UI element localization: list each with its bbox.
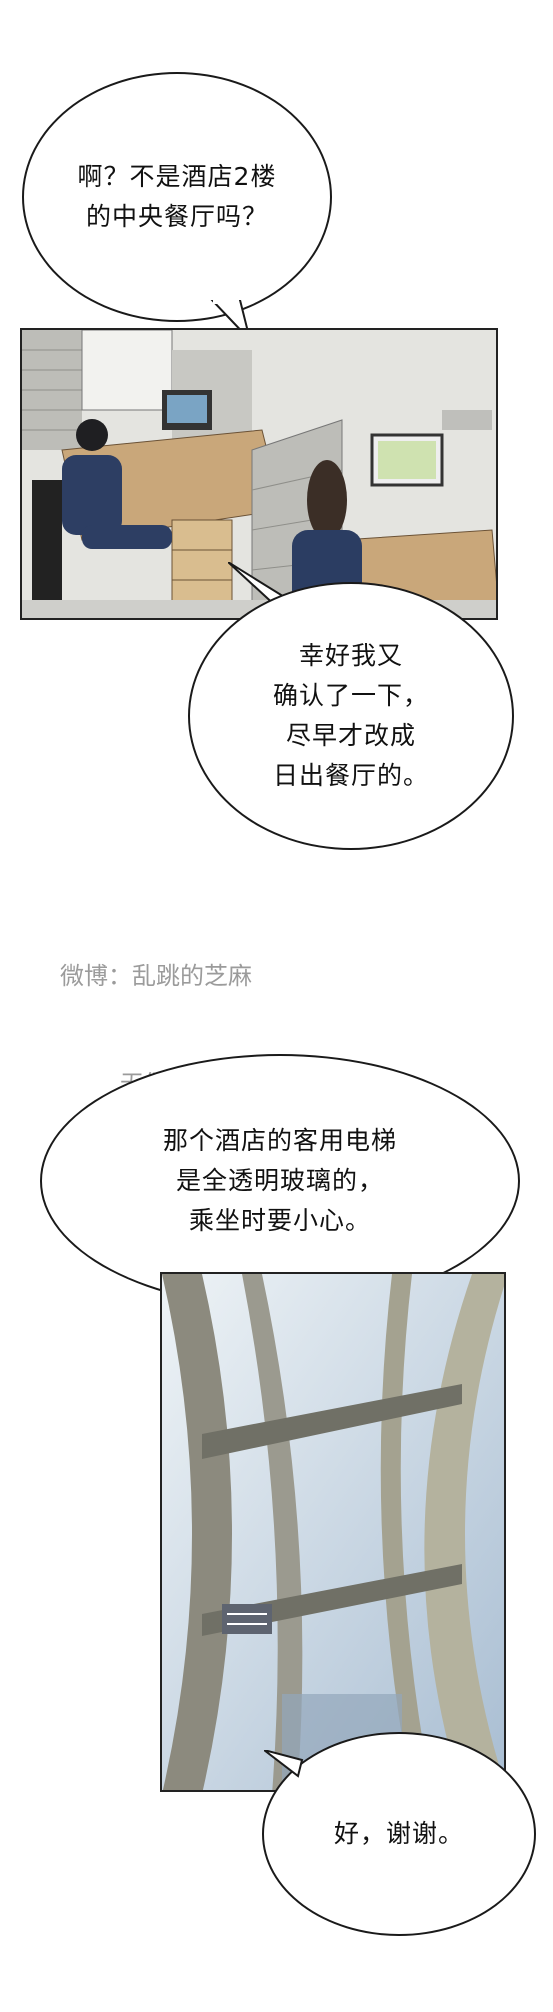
office-scene-panel <box>20 328 498 620</box>
glass-elevator-panel <box>160 1272 506 1792</box>
watermark-line-1: 微博：乱跳的芝麻 <box>60 962 252 990</box>
speech-bubble-4-text: 好，谢谢。 <box>333 1819 464 1848</box>
speech-bubble-3: 那个酒店的客用电梯 是全透明玻璃的， 乘坐时要小心。 <box>40 1054 520 1308</box>
glass-elevator-illustration <box>162 1274 504 1790</box>
speech-bubble-1: 啊？不是酒店2楼 的中央餐厅吗？ <box>22 72 332 322</box>
speech-bubble-3-text: 那个酒店的客用电梯 是全透明玻璃的， 乘坐时要小心。 <box>162 1126 397 1235</box>
speech-bubble-2-text: 幸好我又 确认了一下， 尽早才改成 日出餐厅的。 <box>272 641 429 790</box>
speech-bubble-2: 幸好我又 确认了一下， 尽早才改成 日出餐厅的。 <box>188 582 514 850</box>
speech-bubble-4-tail <box>264 1750 304 1778</box>
speech-bubble-4: 好，谢谢。 <box>262 1732 536 1936</box>
office-scene-illustration <box>22 330 496 618</box>
speech-bubble-1-text: 啊？不是酒店2楼 的中央餐厅吗？ <box>77 162 277 231</box>
